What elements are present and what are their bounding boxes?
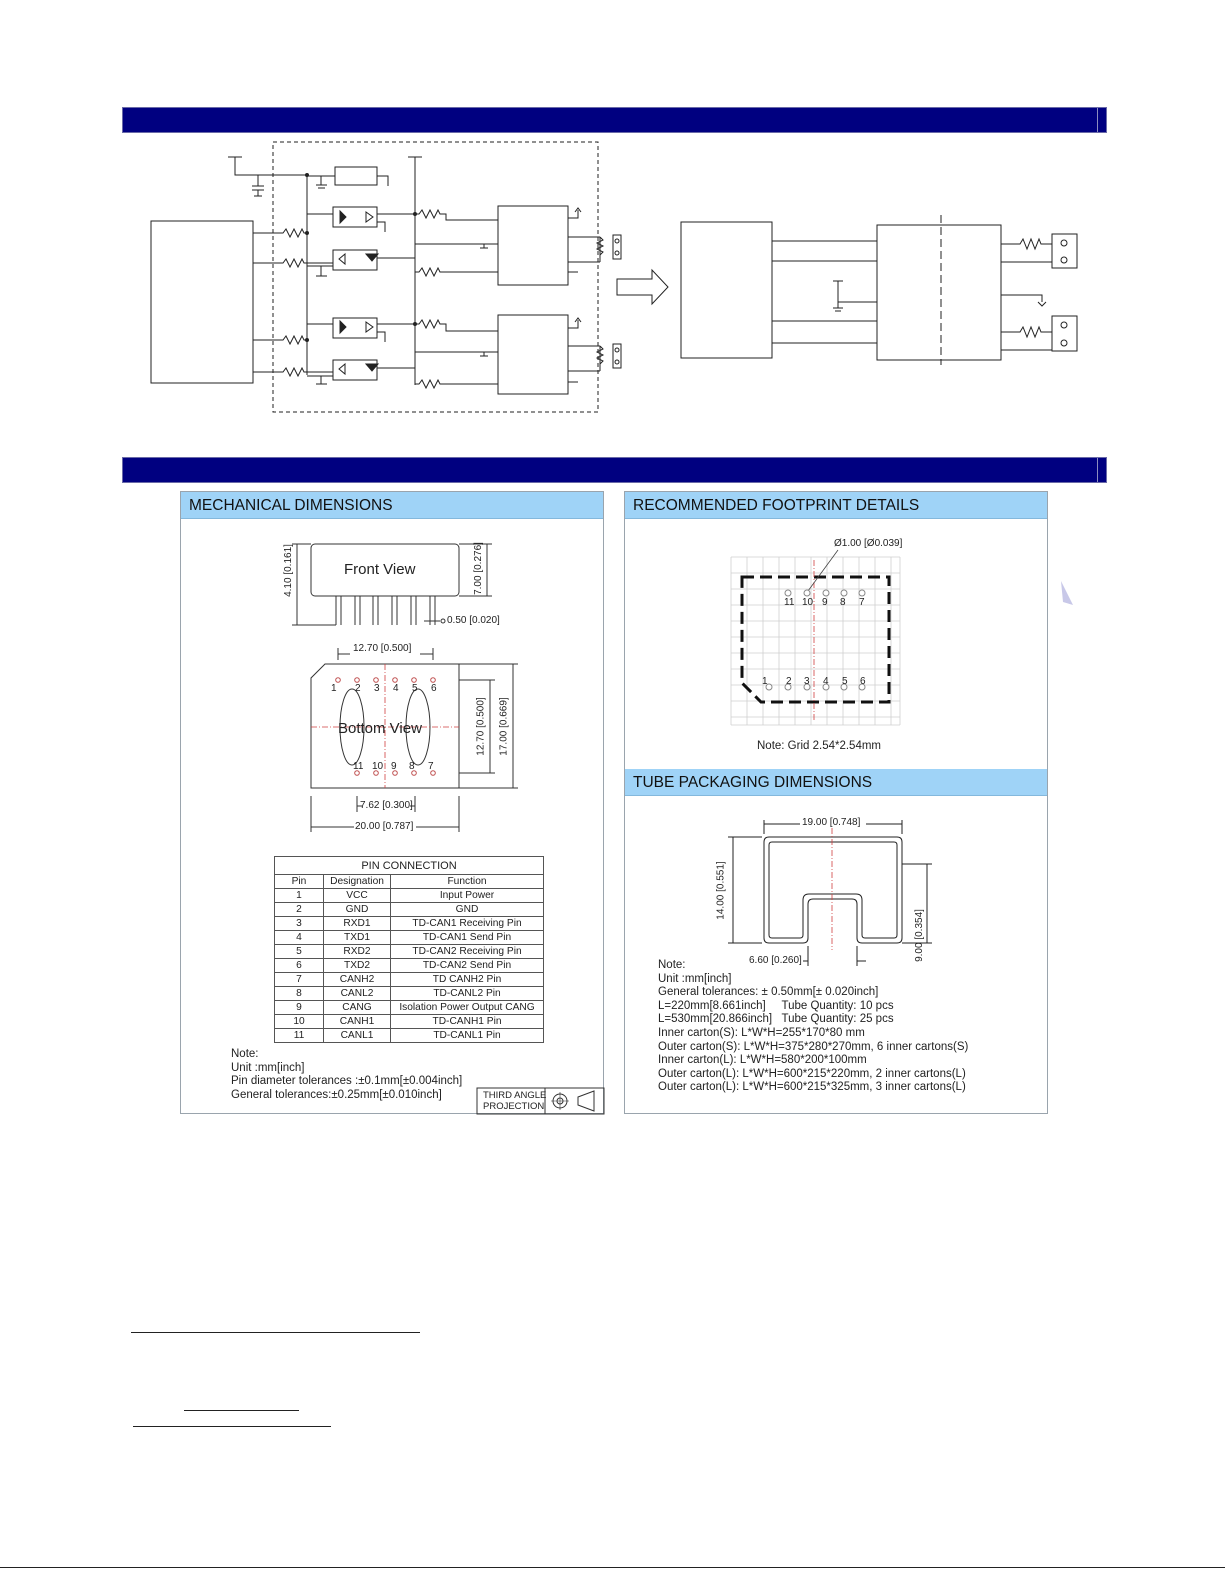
pin-label: 3: [804, 676, 810, 687]
footer-rule: [133, 1426, 331, 1427]
dim-width: 20.00 [0.787]: [355, 821, 414, 832]
note-line: Outer carton(S): L*W*H=375*280*270mm, 6 …: [658, 1040, 969, 1053]
pin-label: 4: [823, 676, 829, 687]
note-title: Note:: [231, 1048, 259, 1060]
pin-label: 5: [842, 676, 848, 687]
section-bar-circuit: [122, 107, 1107, 133]
note-line: L=530mm[20.866inch] Tube Quantity: 25 pc…: [658, 1013, 894, 1026]
footprint-tube-panel: RECOMMENDED FOOTPRINT DETAILS TUBE PACKA…: [624, 491, 1048, 1114]
note-line: Inner carton(S): L*W*H=255*170*80 mm: [658, 1026, 865, 1039]
pin-label: 10: [372, 761, 384, 772]
application-circuit-schematic: [150, 141, 1078, 413]
dim-pin-diameter: 0.50 [0.020]: [447, 615, 500, 626]
footprint-grid-note: Note: Grid 2.54*2.54mm: [757, 740, 882, 752]
pin-label: 7: [428, 761, 434, 772]
note-line: Unit :mm[inch]: [658, 972, 732, 985]
dim-pin-pitch: 12.70 [0.500]: [353, 643, 412, 654]
note-line: General tolerances:±0.25mm[±0.010inch]: [231, 1088, 442, 1101]
pin-table-caption: PIN CONNECTION: [274, 856, 544, 875]
pin-label: 1: [762, 676, 768, 687]
pin-label: 9: [391, 761, 397, 772]
pin-label: 2: [786, 676, 792, 687]
pin-label: 8: [409, 761, 415, 772]
tube-notes: Note: Unit :mm[inch] General tolerances:…: [658, 959, 968, 1095]
pin-label: 3: [374, 683, 380, 694]
tube-dim-width: 19.00 [0.748]: [802, 817, 861, 828]
tube-packaging-title: TUBE PACKAGING DIMENSIONS: [625, 769, 1047, 796]
note-line: L=220mm[8.661inch] Tube Quantity: 10 pcs: [658, 999, 894, 1012]
note-line: Pin diameter tolerances :±0.1mm[±0.004in…: [231, 1075, 463, 1088]
footprint-hole-diameter: Ø1.00 [Ø0.039]: [834, 538, 903, 549]
pin-label: 11: [784, 597, 795, 608]
pin-connection-table: PIN CONNECTION Pin Designation Function …: [274, 856, 544, 1043]
pin-label: 6: [860, 676, 866, 687]
page-bottom-rule: [0, 1567, 1225, 1568]
bottom-view-label: Bottom View: [338, 720, 422, 737]
section-bar-dimensions: [122, 457, 1107, 483]
note-line: General tolerances: ± 0.50mm[± 0.020inch…: [658, 986, 879, 999]
pin-label: 6: [431, 683, 437, 694]
footer-rule: [184, 1410, 299, 1411]
tube-dim-slot: 6.60 [0.260]: [749, 955, 802, 966]
pin-label: 7: [859, 597, 865, 608]
projection-line: PROJECTION: [483, 1100, 545, 1112]
pin-label: 2: [355, 683, 361, 694]
footer-rule: [131, 1332, 420, 1333]
note-line: Unit :mm[inch]: [231, 1061, 305, 1074]
mechanical-dimensions-title: MECHANICAL DIMENSIONS: [181, 492, 603, 519]
note-line: Outer carton(L): L*W*H=600*215*325mm, 3 …: [658, 1081, 966, 1094]
pin-label: 1: [331, 683, 337, 694]
note-line: Outer carton(L): L*W*H=600*215*220mm, 2 …: [658, 1067, 966, 1080]
pin-label: 10: [802, 597, 814, 608]
projection-line: THIRD ANGLE: [483, 1090, 547, 1101]
footprint-title: RECOMMENDED FOOTPRINT DETAILS: [625, 492, 1047, 519]
projection-label: THIRD ANGLE PROJECTION: [483, 1090, 547, 1112]
mechanical-notes: Note: Unit :mm[inch] Pin diameter tolera…: [231, 1048, 462, 1102]
front-view-label: Front View: [344, 561, 416, 578]
note-line: Inner carton(L): L*W*H=580*200*100mm: [658, 1054, 867, 1067]
pin-label: 9: [822, 597, 828, 608]
pin-label: 4: [393, 683, 399, 694]
note-line: Note:: [658, 959, 686, 971]
pin-label: 5: [412, 683, 418, 694]
table-cell: TD-CANL1 Pin: [390, 1028, 544, 1043]
dim-7-62: 7.62 [0.300]: [360, 800, 413, 811]
pin-label: 11: [353, 761, 364, 772]
pin-label: 8: [840, 597, 846, 608]
